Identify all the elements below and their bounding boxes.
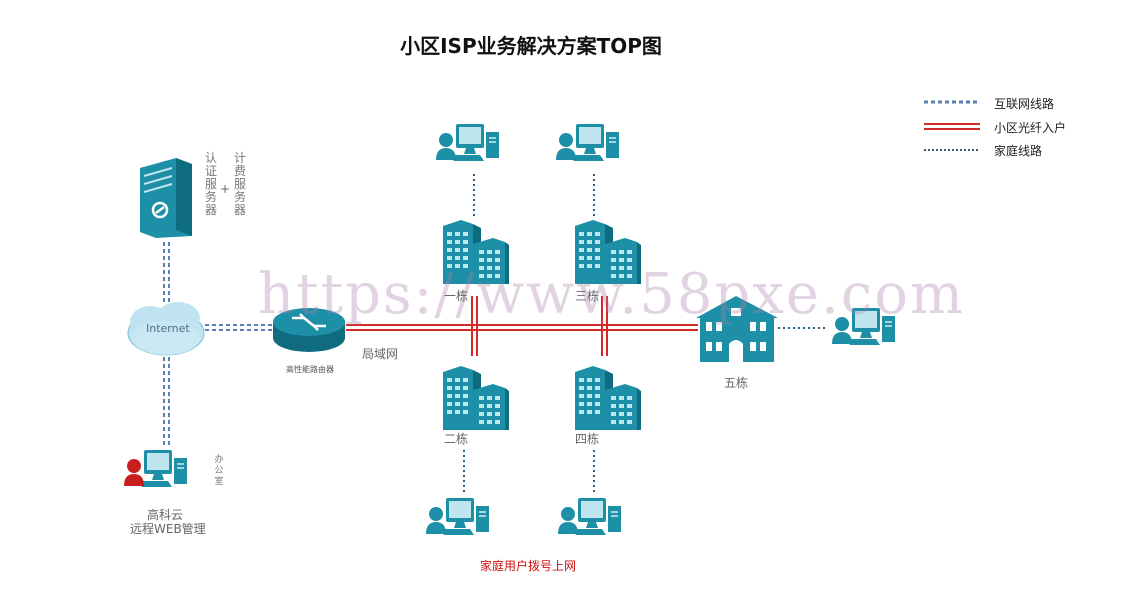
building-4-icon (575, 366, 641, 430)
remote-mgmt-label-1: 高科云 (147, 508, 184, 522)
legend-swatches (924, 100, 980, 151)
building-2-icon (443, 366, 509, 430)
building-5-house-icon (696, 296, 778, 362)
internet-label: Internet (146, 322, 190, 335)
home-pc-building-4 (557, 497, 622, 536)
router-icon (273, 308, 345, 352)
home-pc-building-1 (435, 123, 500, 162)
page-title: 小区ISP业务解决方案TOP图 (400, 34, 662, 58)
remote-mgmt-label-2: 远程WEB管理 (130, 522, 206, 536)
home-lines (463, 174, 828, 494)
building-1-icon (443, 220, 509, 284)
legend-label-home: 家庭线路 (994, 144, 1043, 158)
building-3-label: 三栋 (575, 289, 600, 303)
billing-server-label: 计费服务器 (233, 151, 246, 217)
legend-label-internet: 互联网线路 (994, 97, 1055, 111)
building-5-label: 五栋 (724, 376, 749, 390)
building-2-label: 二栋 (444, 432, 469, 446)
office-label: 办公室 (214, 455, 224, 487)
home-pc-building-3 (555, 123, 620, 162)
internet-lines (163, 242, 272, 447)
building-4-label: 四栋 (575, 432, 600, 446)
router-label: 高性能路由器 (286, 365, 334, 374)
building-1-label: 一栋 (444, 289, 469, 303)
dialup-caption: 家庭用户拨号上网 (480, 559, 577, 573)
legend-label-fiber: 小区光纤入户 (994, 121, 1067, 135)
home-pc-building-2 (425, 497, 490, 536)
plus-sign: + (220, 182, 231, 196)
office-pc (123, 449, 188, 488)
lan-label: 局域网 (362, 347, 399, 361)
fiber-lines (346, 296, 698, 356)
internet-cloud (127, 302, 205, 356)
auth-billing-server (140, 158, 192, 238)
home-pc-building-5 (831, 307, 896, 346)
auth-server-label: 认证服务器 (204, 151, 217, 217)
building-3-icon (575, 220, 641, 284)
